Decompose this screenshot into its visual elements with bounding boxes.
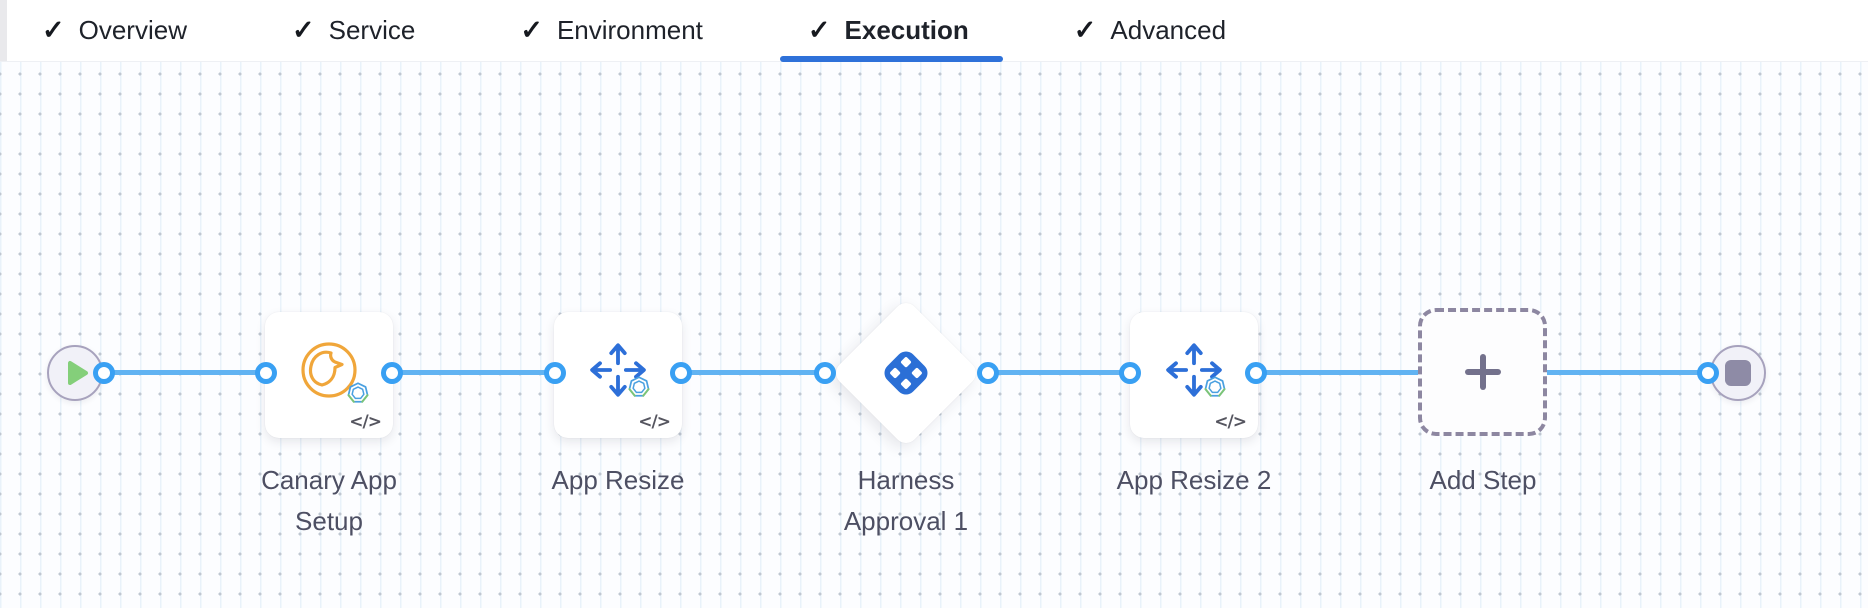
check-icon: ✓ [291,15,315,45]
tab-overview[interactable]: ✓ Overview [42,15,187,46]
step-app-resize-2[interactable]: </> [1130,312,1258,438]
tab-advanced[interactable]: ✓ Advanced [1074,15,1226,46]
harness-logo-icon [884,351,928,395]
connector-port [1245,362,1267,384]
stop-icon [1725,360,1751,386]
connector-port [544,362,566,384]
tab-execution[interactable]: ✓ Execution [779,15,1003,62]
tab-environment[interactable]: ✓ Environment [520,15,703,46]
plus-icon [1464,354,1501,390]
connector-port [381,362,403,384]
step-label-app-resize-2: App Resize 2 [1116,465,1272,495]
step-label-app-resize: App Resize [551,465,685,495]
check-icon: ✓ [520,15,543,45]
canary-bird-icon [301,342,357,398]
gear-icon [347,382,369,403]
tab-label: Execution [844,15,969,45]
step-app-resize[interactable]: </> [554,312,682,438]
tab-label: Environment [556,15,703,45]
tab-label: Advanced [1110,15,1227,45]
edge-connector [681,370,825,375]
resize-arrows-icon [1166,343,1222,397]
tab-service[interactable]: ✓ Service [292,15,415,46]
pipeline-canvas[interactable]: </> </> [0,62,1868,608]
step-label-canary-app-setup: Canary App Setup [261,465,397,536]
connector-port [255,362,277,384]
step-harness-approval-1[interactable] [831,298,981,448]
tab-label: Service [328,15,416,45]
config-tab-bar: ✓ Overview ✓ Service ✓ Environment ✓ Exe… [0,0,1868,62]
edge-connector [988,370,1130,375]
connector-port [814,362,836,384]
connector-port [93,362,115,384]
check-icon: ✓ [807,15,831,45]
step-label-harness-approval-1: Harness Approval 1 [843,465,969,536]
edge-connector [104,370,266,375]
code-icon: </> [638,412,671,432]
connector-port [670,362,692,384]
connector-port [1119,362,1141,384]
code-icon: </> [1214,412,1247,432]
check-icon: ✓ [1073,15,1097,45]
play-icon [67,361,88,385]
gear-icon [1204,376,1226,397]
code-icon: </> [349,412,382,432]
connector-port [1697,362,1719,384]
active-tab-underline [779,56,1003,62]
tab-label: Overview [78,15,187,45]
connector-port [977,362,999,384]
end-node [1710,345,1766,401]
add-step-button[interactable] [1418,308,1547,436]
gear-icon [628,376,650,397]
step-label-add-step: Add Step [1429,465,1537,495]
check-icon: ✓ [42,15,65,45]
edge-connector [392,370,555,375]
start-node [47,345,103,401]
panel-edge [0,0,7,61]
step-canary-app-setup[interactable]: </> [265,312,393,438]
resize-arrows-icon [590,343,646,397]
